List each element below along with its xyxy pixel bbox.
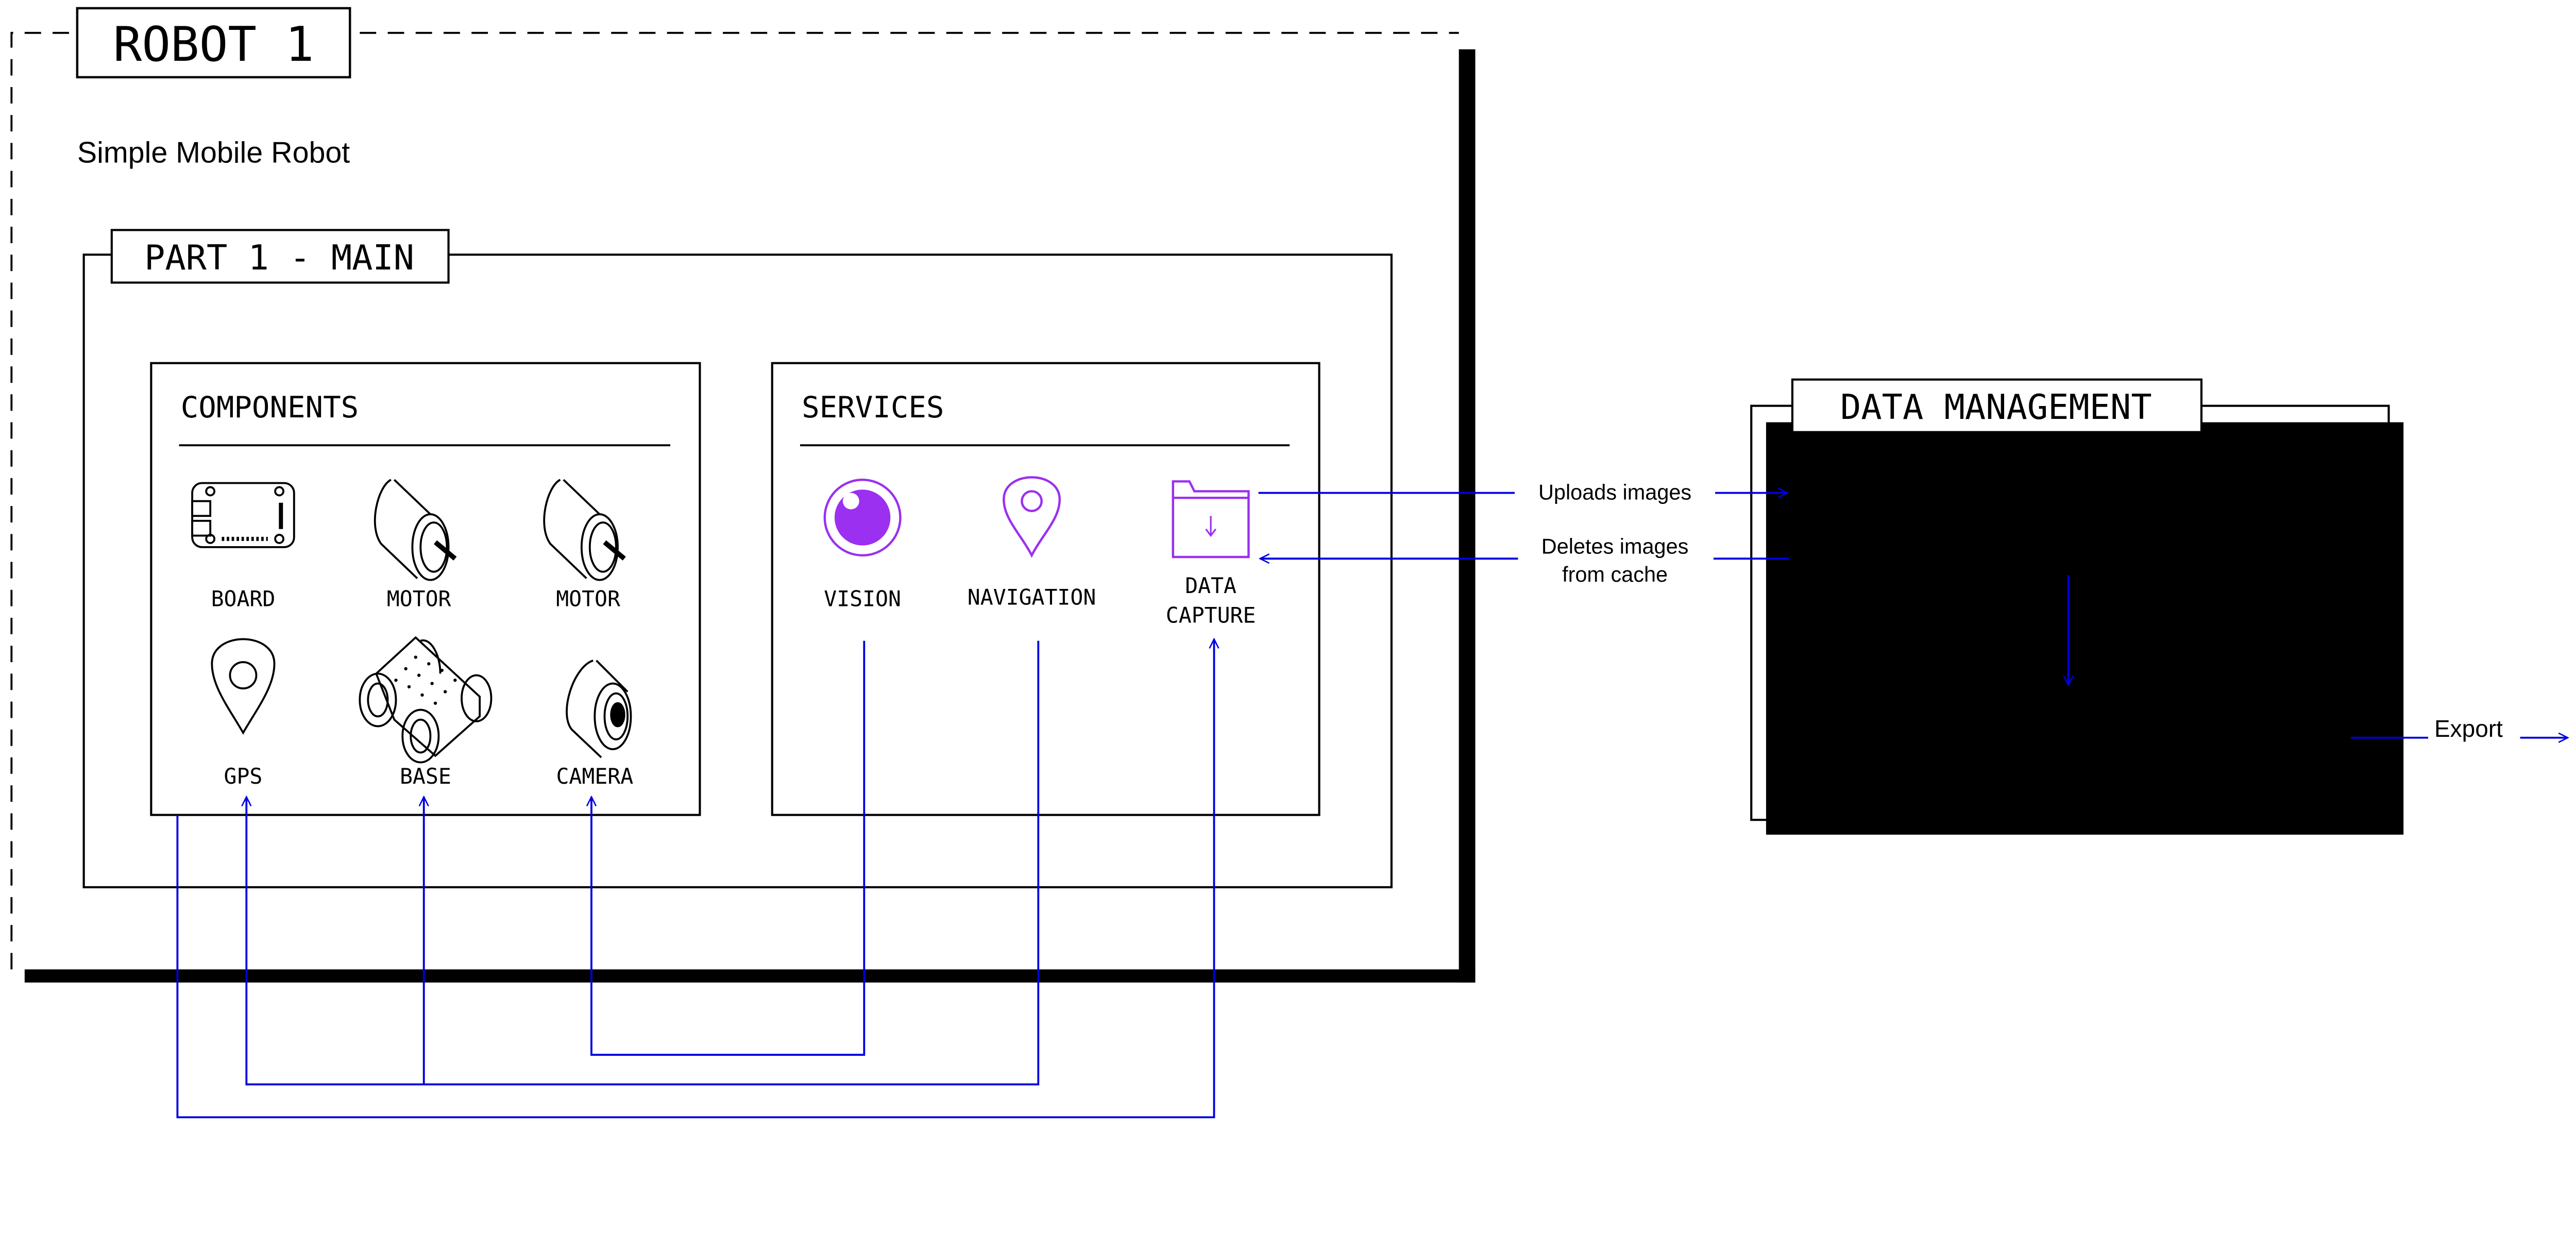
component-label-camera: CAMERA	[556, 764, 633, 789]
data-management-title-box	[1791, 378, 2203, 433]
robot-base-icon[interactable]	[359, 636, 493, 764]
part-container: PART 1 - MAIN	[82, 229, 1393, 889]
service-label-navigation: NAVIGATION	[968, 585, 1096, 610]
labeling-box[interactable]: LABELING	[1788, 687, 2352, 779]
robot-title-box	[76, 7, 351, 79]
service-label-data: DATA	[1185, 573, 1236, 598]
components-title: COMPONENTS	[181, 390, 359, 425]
part-title: PART 1 - MAIN	[144, 238, 414, 278]
motor-icon[interactable]	[543, 479, 626, 581]
component-label-base: BASE	[400, 764, 451, 789]
services-title: SERVICES	[802, 390, 944, 425]
eye-icon[interactable]	[823, 478, 902, 557]
export-label: Export	[2434, 715, 2503, 742]
internal-connectors	[176, 639, 1214, 1119]
services-panel: SERVICES VISION NAVIGATION DATA CAPTURE	[771, 362, 1320, 816]
part-title-box	[110, 229, 450, 284]
data-storage-box[interactable]: DATA STORAGE	[1788, 483, 2352, 577]
component-label-motor: MOTOR	[387, 587, 451, 612]
location-pin-icon[interactable]	[1003, 476, 1061, 558]
diagram-canvas: ROBOT 1 Simple Mobile Robot PART 1 - MAI…	[10, 7, 2576, 1119]
external-connectors: Uploads images Deletes images from cache	[1259, 480, 2568, 737]
service-label-capture: CAPTURE	[1166, 603, 1256, 628]
robot-dashed-border	[10, 31, 1459, 970]
folder-download-icon[interactable]	[1172, 480, 1250, 559]
uploads-label: Uploads images	[1538, 480, 1691, 504]
data-management-title: DATA MANAGEMENT	[1840, 387, 2152, 427]
components-panel: COMPONENTS	[150, 362, 701, 816]
robot-title: ROBOT 1	[113, 16, 314, 72]
robot-subtitle: Simple Mobile Robot	[77, 137, 350, 170]
map-pin-icon[interactable]	[211, 638, 276, 735]
deletes-label-line1: Deletes images	[1541, 534, 1689, 559]
labeling-label: LABELING	[1991, 716, 2149, 754]
robot-container: ROBOT 1 Simple Mobile Robot	[10, 7, 1476, 983]
deletes-label-line2: from cache	[1562, 562, 1668, 586]
robot-shadow-bottom	[24, 969, 1476, 983]
robot-shadow-right	[1459, 49, 1476, 983]
component-label-gps: GPS	[224, 764, 263, 789]
data-management-shadow	[1766, 422, 2404, 835]
navigation-to-gps-connector	[246, 640, 1040, 1086]
data-management-container: DATA MANAGEMENT DATA STORAGE LABELING	[1750, 378, 2404, 835]
component-label-motor: MOTOR	[556, 587, 620, 612]
component-label-board: BOARD	[211, 587, 276, 612]
vision-to-camera-connector	[591, 640, 866, 1056]
components-to-data-capture-connector	[176, 639, 1214, 1119]
data-storage-label: DATA STORAGE	[1952, 512, 2189, 550]
camera-icon[interactable]	[566, 660, 632, 758]
diagram-stage: ROBOT 1 Simple Mobile Robot PART 1 - MAI…	[10, 7, 2576, 1119]
service-label-vision: VISION	[824, 587, 901, 612]
board-icon	[191, 482, 295, 548]
motor-icon[interactable]	[374, 479, 457, 581]
